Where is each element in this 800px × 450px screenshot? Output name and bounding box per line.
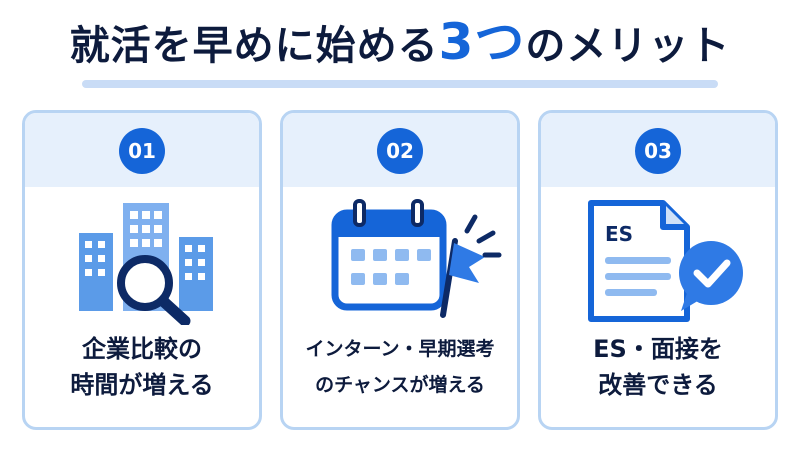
buildings-magnifier-icon bbox=[79, 203, 213, 325]
number-badge: 02 bbox=[377, 128, 423, 174]
card-text-line-1: ES・面接を bbox=[593, 335, 723, 363]
page-title: 就活を早めに始める3つのメリット bbox=[70, 8, 731, 80]
merit-card-3: 03 ES ES・面接を 改善できる bbox=[538, 110, 778, 430]
card-text-line-2: のチャンスが増える bbox=[315, 374, 485, 396]
document-es-label: ES bbox=[605, 222, 633, 246]
merit-card-1: 01 bbox=[22, 110, 262, 430]
number-badge: 03 bbox=[635, 128, 681, 174]
title-area: 就活を早めに始める3つのメリット bbox=[0, 8, 800, 80]
card-text: 企業比較の 時間が増える bbox=[29, 331, 255, 403]
card-text-line-2: 時間が増える bbox=[70, 371, 214, 399]
card-text-line-1: 企業比較の bbox=[82, 335, 202, 363]
card-text: ES・面接を 改善できる bbox=[545, 331, 771, 403]
title-main: 就活を早めに始める bbox=[69, 23, 439, 69]
es-document-check-icon: ES bbox=[588, 200, 743, 322]
card-text-line-2: 改善できる bbox=[598, 371, 718, 399]
number-badge: 01 bbox=[119, 128, 165, 174]
merit-card-2: 02 インターン・早期選考 のチャンスが増える bbox=[280, 110, 520, 430]
title-underline bbox=[82, 80, 718, 88]
card-text-line-1: インターン・早期選考 bbox=[305, 338, 495, 360]
title-accent: 3つ bbox=[438, 13, 526, 71]
calendar-flag-icon bbox=[331, 199, 502, 318]
card-text: インターン・早期選考 のチャンスが増える bbox=[287, 331, 513, 403]
title-tail: のメリット bbox=[525, 23, 731, 69]
